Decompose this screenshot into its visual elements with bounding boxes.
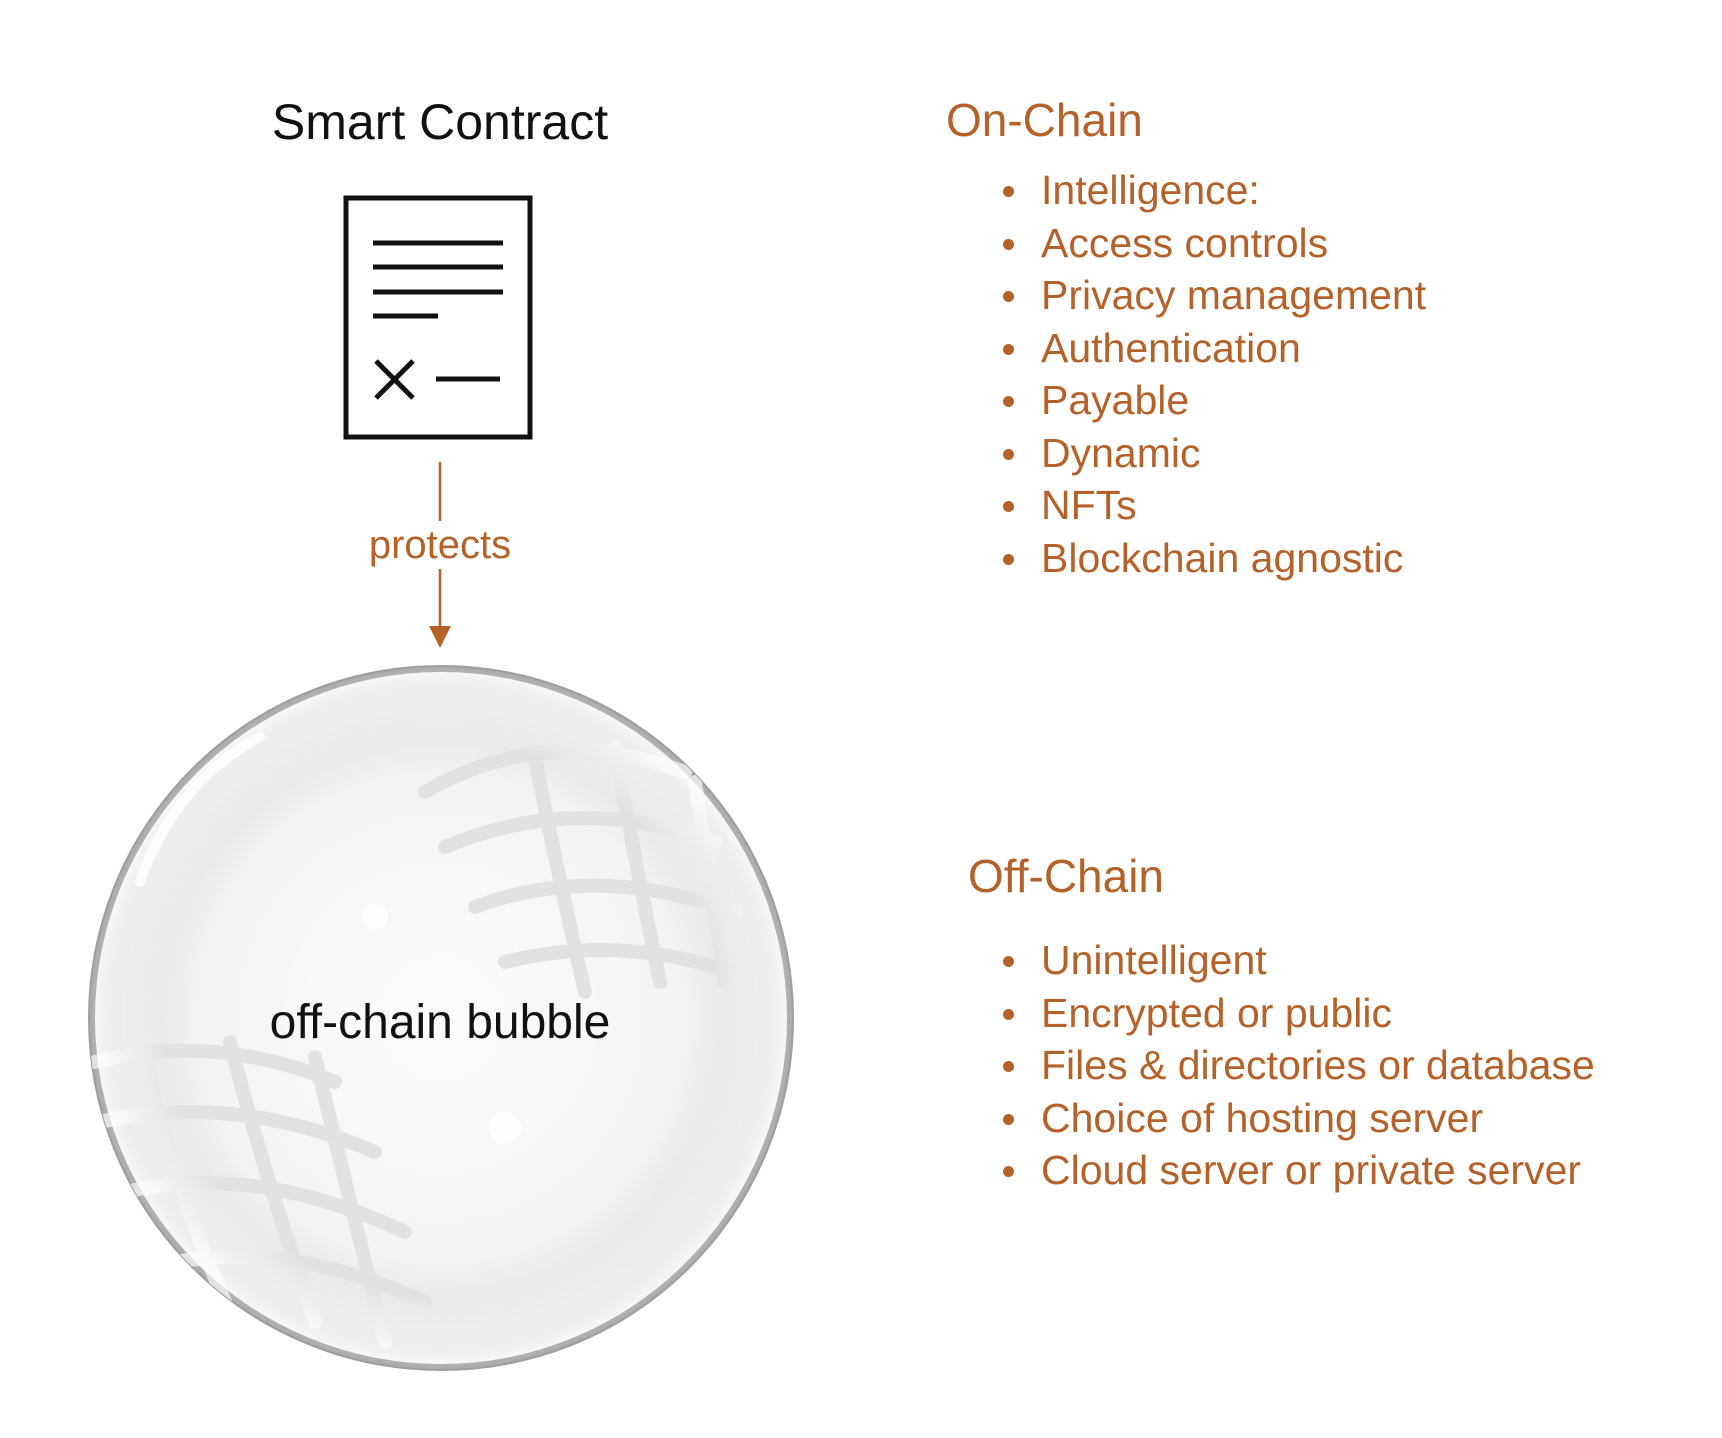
list-item: NFTs	[1003, 479, 1426, 532]
protects-label: protects	[340, 521, 540, 569]
off-chain-bubble-label: off-chain bubble	[269, 996, 611, 1049]
list-item: Encrypted or public	[1003, 987, 1595, 1040]
list-item: Dynamic	[1003, 427, 1426, 480]
off-chain-heading: Off-Chain	[968, 850, 1165, 902]
on-chain-heading: On-Chain	[946, 94, 1143, 146]
list-item: Privacy management	[1003, 269, 1426, 322]
list-item: Files & directories or database	[1003, 1039, 1595, 1092]
list-item: Intelligence:	[1003, 164, 1426, 217]
on-chain-list: Intelligence: Access controls Privacy ma…	[1003, 164, 1426, 584]
off-chain-bubble-icon	[88, 665, 794, 1371]
list-item: Access controls	[1003, 217, 1426, 270]
list-item: Choice of hosting server	[1003, 1092, 1595, 1145]
list-item: Blockchain agnostic	[1003, 532, 1426, 585]
list-item: Unintelligent	[1003, 934, 1595, 987]
smart-contract-title: Smart Contract	[271, 94, 609, 150]
list-item: Payable	[1003, 374, 1426, 427]
list-item: Cloud server or private server	[1003, 1144, 1595, 1197]
off-chain-list: Unintelligent Encrypted or public Files …	[1003, 934, 1595, 1197]
list-item: Authentication	[1003, 322, 1426, 375]
contract-document-icon	[343, 195, 533, 440]
